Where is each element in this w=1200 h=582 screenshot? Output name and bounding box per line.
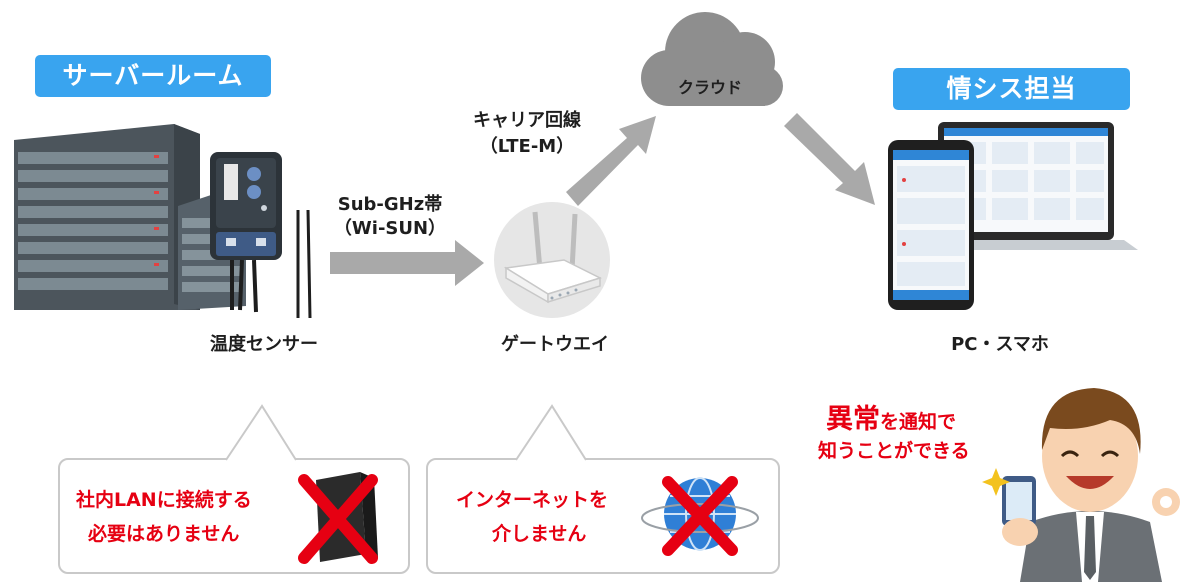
callout-lan-pointer (225, 404, 297, 461)
router-crossed-icon (298, 472, 378, 564)
callout-lan-line1: 社内LANに接続する (76, 489, 252, 511)
it-staff-label: 情シス担当 (893, 68, 1130, 110)
sensor-label: 温度センサー (210, 334, 318, 355)
gateway-label: ゲートウエイ (501, 334, 609, 355)
alert-strong: 異常 (826, 404, 880, 435)
subghz-label: Sub-GHz帯 (337, 194, 443, 215)
server-room-label: サーバールーム (35, 55, 271, 97)
cloud-label: クラウド (677, 78, 742, 97)
callout-internet-pointer (515, 404, 587, 461)
carrier-label: キャリア回線 (473, 110, 581, 131)
alert-message-line2: 知うことができる (818, 440, 970, 462)
globe-crossed-icon (641, 476, 759, 556)
alert-rest: を通知で (880, 411, 957, 433)
wisun-label: （Wi-SUN） (333, 218, 447, 239)
callout-internet-line2: 介しません (492, 523, 587, 545)
businessman-icon (982, 388, 1180, 582)
callout-internet-line1: インターネットを (456, 489, 609, 511)
alert-message: 異常を通知で (826, 397, 956, 436)
pc-phone-label: PC・スマホ (951, 334, 1049, 355)
gateway-icon (494, 202, 610, 318)
cloud-icon (641, 12, 783, 106)
callout-lan-line2: 必要はありません (88, 523, 240, 545)
temperature-sensor-icon (210, 152, 312, 319)
smartphone-icon (888, 140, 974, 310)
lte-label: （LTE-M） (479, 136, 575, 157)
